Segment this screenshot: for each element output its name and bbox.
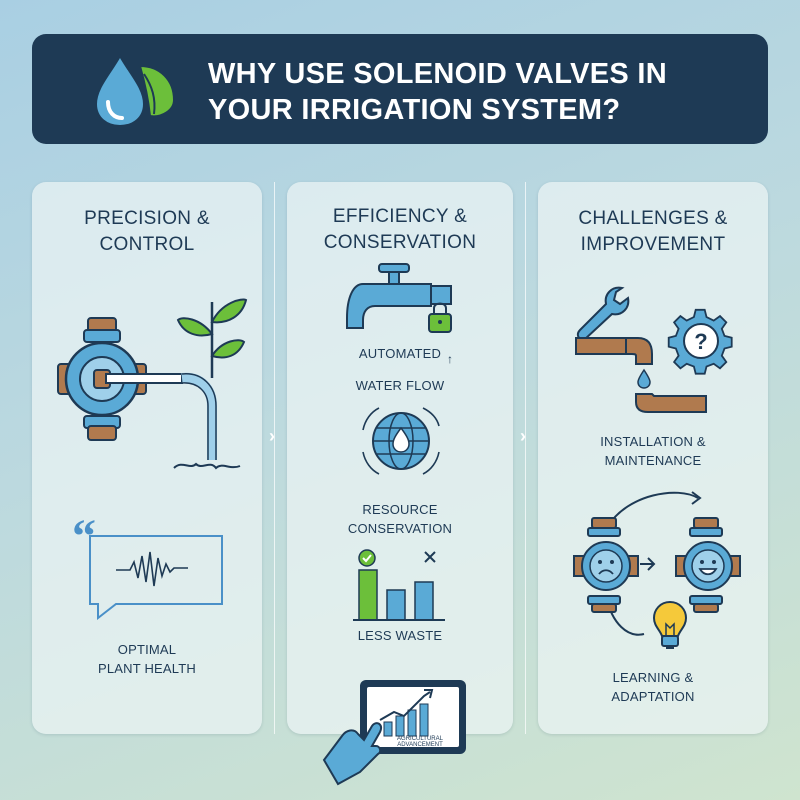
label-water-flow: WATER FLOW bbox=[355, 378, 445, 393]
chevron-right-icon: › bbox=[269, 426, 275, 446]
happy-valve-icon bbox=[675, 517, 741, 613]
page-title: WHY USE SOLENOID VALVES IN YOUR IRRIGATI… bbox=[208, 56, 748, 128]
heading-line: IMPROVEMENT bbox=[580, 234, 726, 255]
lightbulb-icon bbox=[652, 600, 688, 649]
panel-heading: CHALLENGES & IMPROVEMENT bbox=[538, 206, 768, 258]
panel-3-content: CHALLENGES & IMPROVEMENT ? INSTALLATION … bbox=[538, 0, 768, 800]
tablet-chart-icon bbox=[322, 680, 466, 786]
title-line-1: WHY USE SOLENOID VALVES IN bbox=[208, 58, 667, 90]
panel-challenges-improvement bbox=[538, 182, 768, 734]
heading-line: PRECISION & bbox=[84, 208, 210, 229]
label-line: INSTALLATION & bbox=[600, 434, 706, 449]
sad-valve-icon bbox=[573, 517, 639, 613]
heading-line: EFFICIENCY & bbox=[332, 206, 468, 227]
panel-1-content: PRECISION & CONTROL “ OPTIMAL PLAN bbox=[32, 0, 262, 800]
valve-plant-illustration bbox=[57, 298, 248, 470]
panel-heading: PRECISION & CONTROL bbox=[32, 206, 262, 258]
label-automated: AUTOMATED bbox=[358, 346, 442, 361]
label-line: CONSERVATION bbox=[347, 521, 453, 536]
heading-line: CONTROL bbox=[99, 234, 195, 255]
panel-divider bbox=[274, 182, 275, 734]
wrench-pipe-gear-illustration bbox=[575, 286, 707, 413]
label-line: LEARNING & bbox=[612, 670, 694, 685]
label-learning-adaptation: LEARNING & ADAPTATION bbox=[538, 668, 768, 706]
water-drop-leaf-icon bbox=[94, 53, 176, 128]
globe-water-cycle-icon bbox=[362, 407, 440, 475]
label-line: PLANT HEALTH bbox=[97, 661, 196, 676]
tablet-caption: AGRICULTURAL ADVANCEMENT bbox=[397, 736, 443, 748]
gear-question-icon: ? bbox=[667, 308, 733, 375]
panel-precision-control bbox=[32, 182, 262, 734]
title-line-2: YOUR IRRIGATION SYSTEM? bbox=[208, 94, 621, 126]
label-line: ADAPTATION bbox=[611, 689, 695, 704]
svg-text:?: ? bbox=[694, 329, 707, 354]
faucet-lock-icon bbox=[346, 263, 452, 333]
chevron-right-icon: › bbox=[520, 426, 526, 446]
panel-2-content: EFFICIENCY & CONSERVATION AUTOMATED ↑ WA… bbox=[287, 0, 513, 800]
bar-chart-check-icon bbox=[353, 549, 445, 621]
speech-bubble-waveform-icon: “ bbox=[72, 510, 223, 620]
title-banner: WHY USE SOLENOID VALVES IN YOUR IRRIGATI… bbox=[32, 34, 768, 144]
solenoid-valve-icon bbox=[50, 282, 90, 322]
label-installation-maintenance: INSTALLATION & MAINTENANCE bbox=[538, 432, 768, 470]
heading-line: CONSERVATION bbox=[323, 232, 477, 253]
label-resource-conservation: RESOURCE CONSERVATION bbox=[287, 500, 513, 538]
label-line: OPTIMAL bbox=[117, 642, 177, 657]
arrow-up-icon: ↑ bbox=[447, 352, 453, 366]
label-optimal-plant-health: OPTIMAL PLANT HEALTH bbox=[32, 640, 262, 678]
label-less-waste: LESS WASTE bbox=[357, 628, 443, 643]
label-line: RESOURCE bbox=[362, 502, 438, 517]
panel-heading: EFFICIENCY & CONSERVATION bbox=[287, 204, 513, 256]
label-line: MAINTENANCE bbox=[604, 453, 702, 468]
panel-divider bbox=[525, 182, 526, 734]
heading-line: CHALLENGES & bbox=[578, 208, 728, 229]
